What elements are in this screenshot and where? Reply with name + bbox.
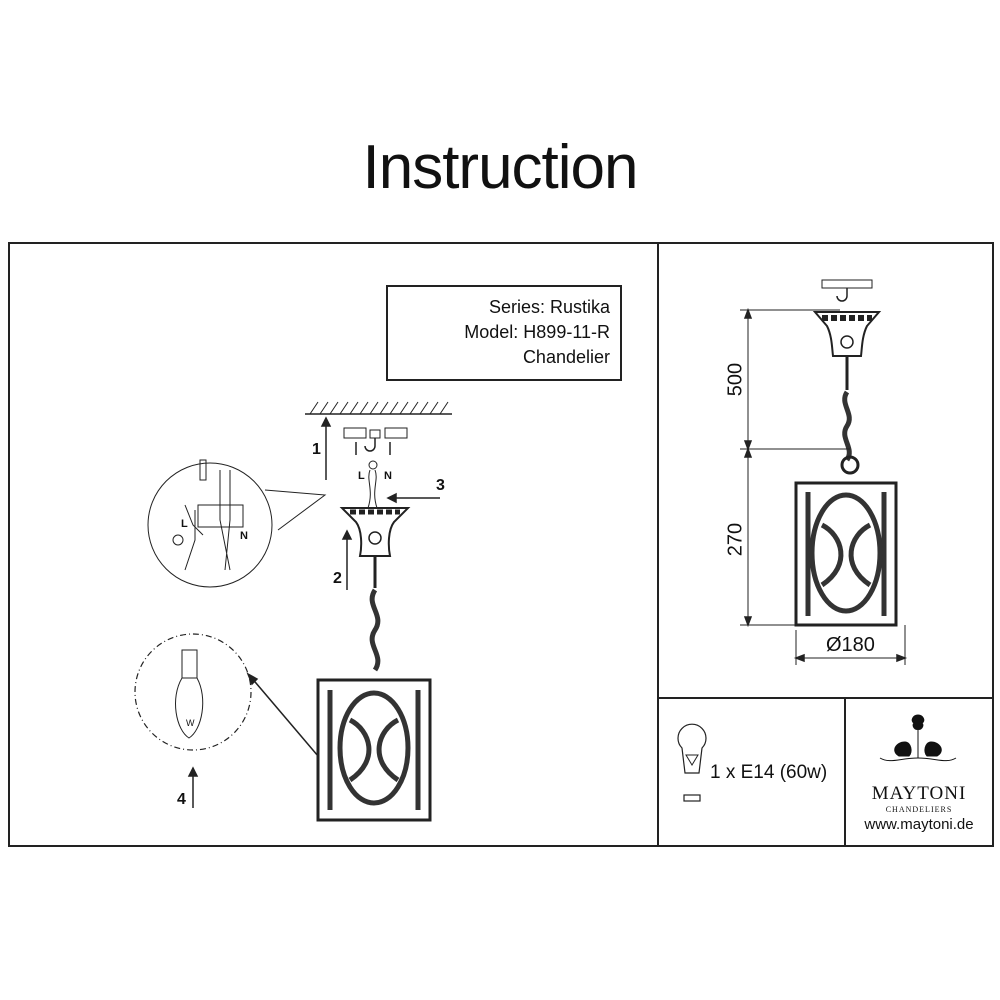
brand-logo-name: MAYTONI [871, 783, 967, 804]
neutral-label-detail: N [240, 530, 248, 542]
diameter-dimension: Ø180 [826, 634, 875, 656]
neutral-label: N [384, 470, 392, 482]
chain-length-dimension: 500 [724, 362, 747, 397]
model-info-box: Series: Rustika Model: H899-11-R Chandel… [386, 285, 622, 381]
series-label: Series: Rustika [488, 297, 610, 317]
page-title: Instruction [362, 133, 638, 202]
step-1-label: 1 [312, 441, 321, 458]
divider [658, 697, 992, 699]
live-label-detail: L [181, 518, 188, 530]
bulb-mark: W [186, 718, 195, 728]
step-2-label: 2 [333, 570, 342, 587]
type-label: Chandelier [522, 347, 610, 367]
instruction-frame [8, 242, 994, 847]
brand-tagline: CHANDELIERS [885, 805, 953, 814]
divider [657, 242, 659, 845]
step-4-label: 4 [177, 791, 186, 808]
bulb-spec: 1 x E14 (60w) [710, 762, 828, 783]
model-label: Model: H899-11-R [464, 322, 610, 342]
divider [844, 698, 846, 845]
brand-url: www.maytoni.de [864, 816, 974, 833]
live-label: L [358, 470, 365, 482]
step-3-label: 3 [436, 477, 445, 494]
shade-height-dimension: 270 [724, 522, 747, 557]
